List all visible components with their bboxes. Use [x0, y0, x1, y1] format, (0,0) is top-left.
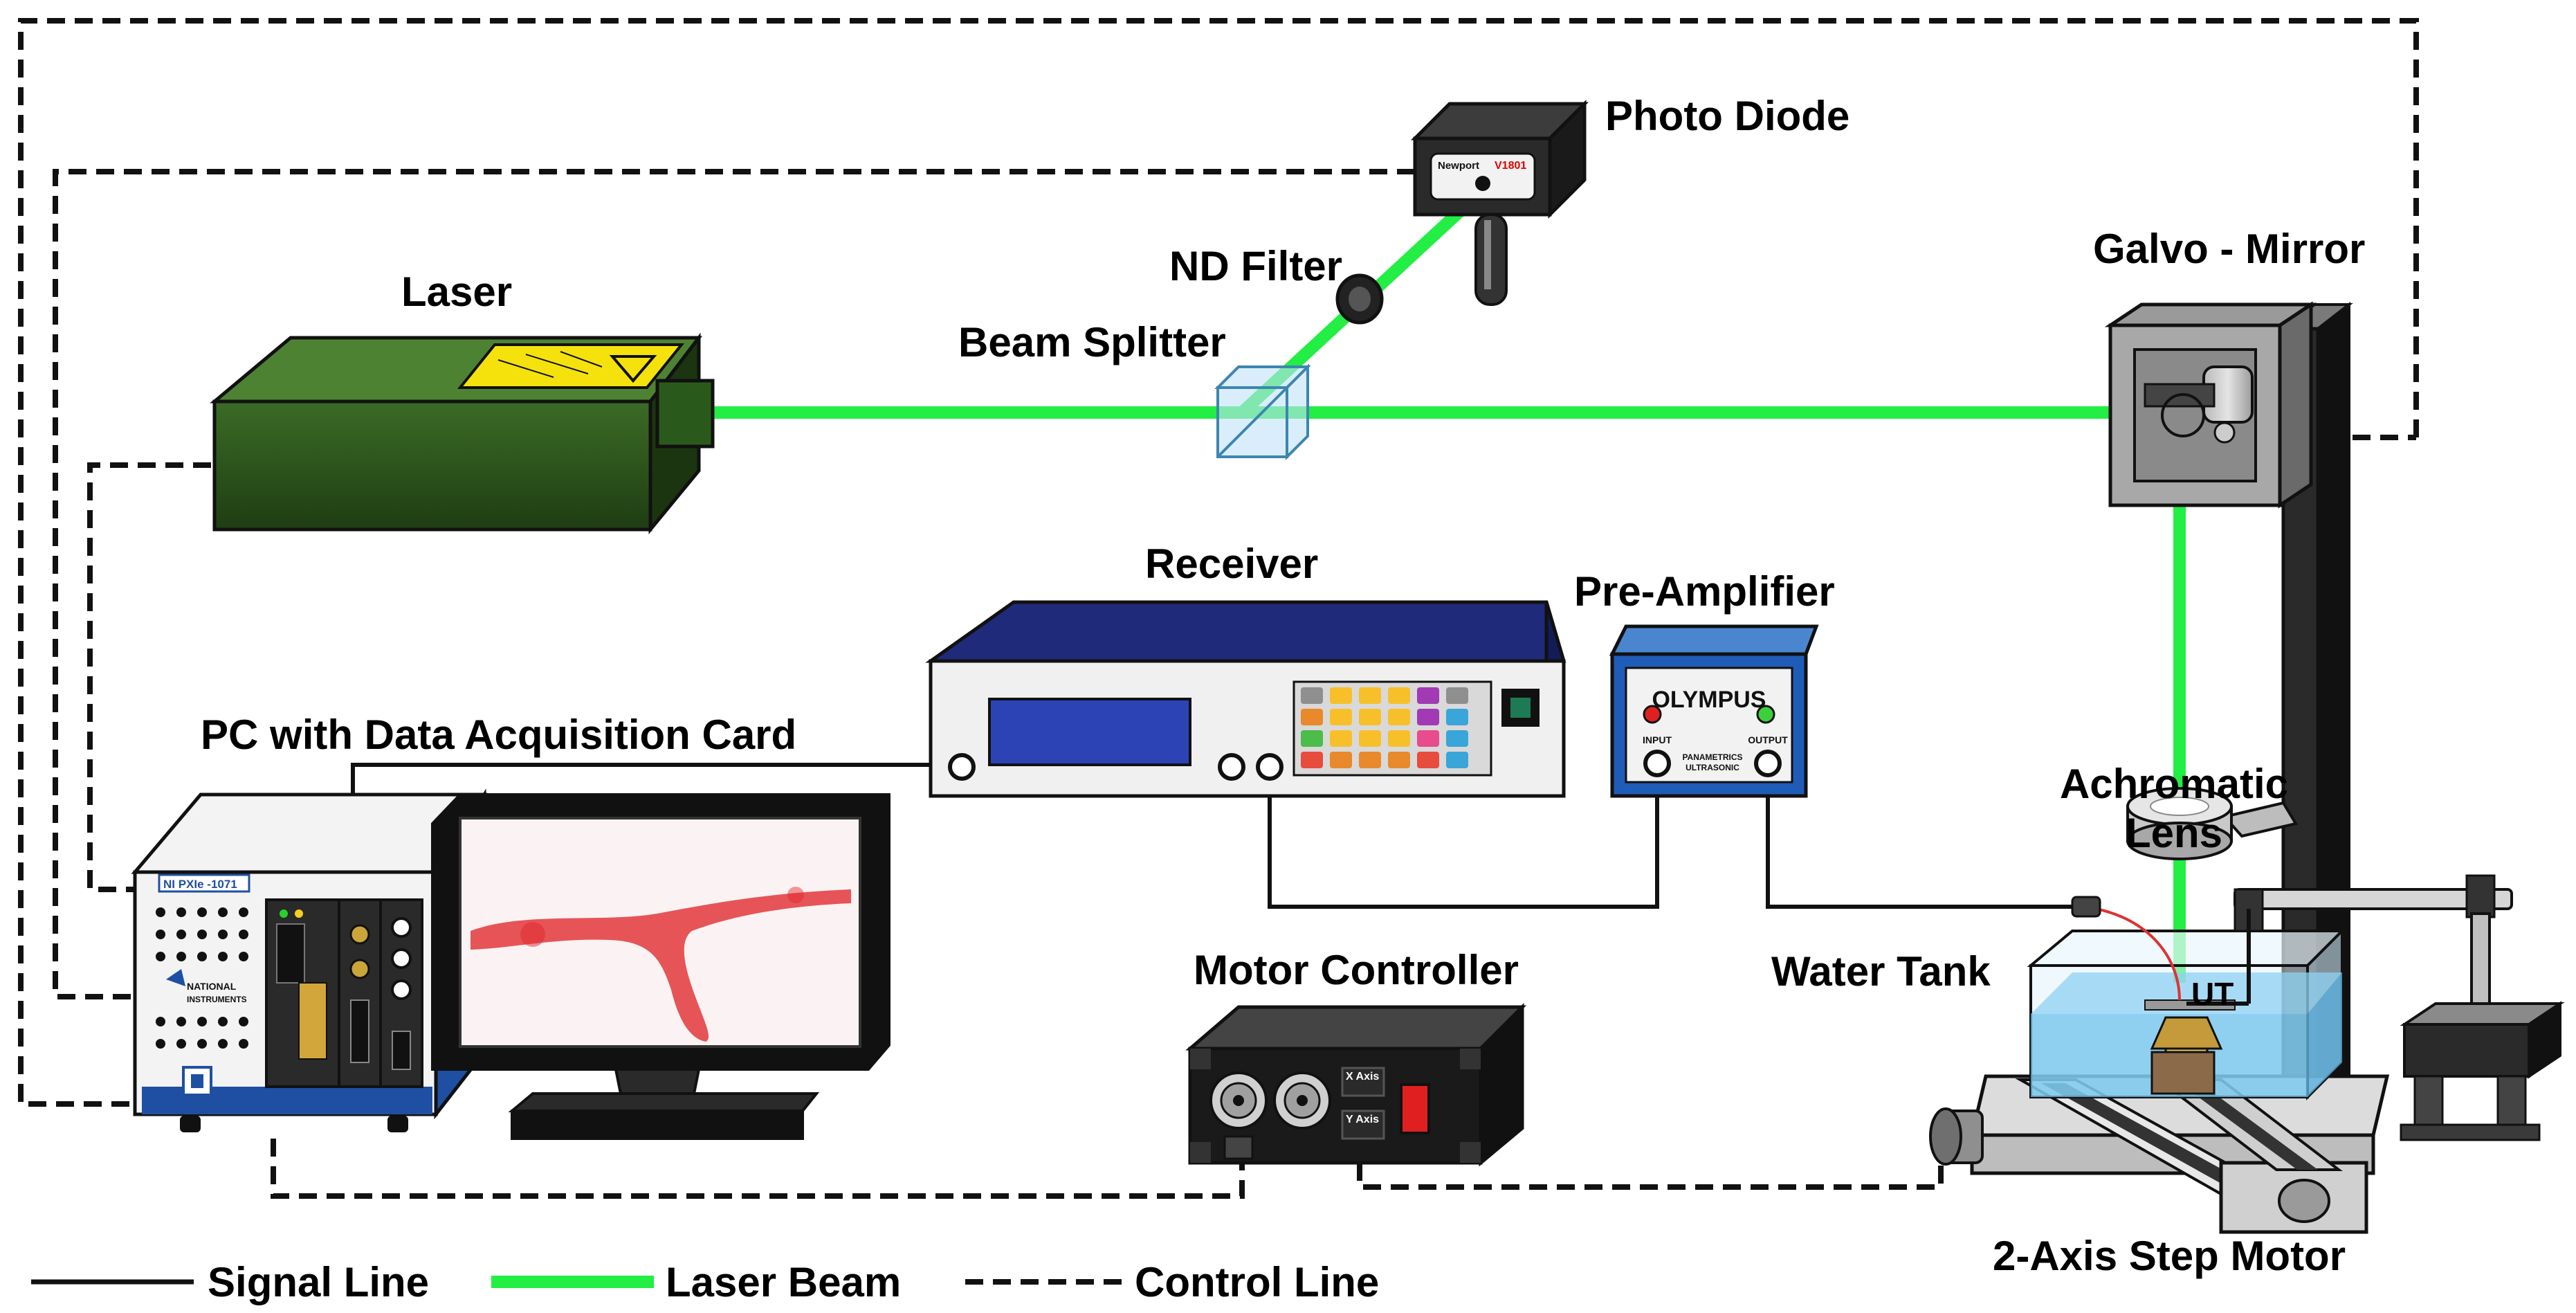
receiver-connector-3: [1256, 753, 1284, 781]
control-line-laser: [87, 462, 211, 892]
laser-label: Laser: [401, 269, 512, 315]
beam-splitter: [1214, 363, 1311, 460]
signal-line-preamp-ut: [1766, 767, 2083, 909]
legend-control-label: Control Line: [1135, 1259, 1379, 1305]
legend: Signal Line Laser Beam Control Line: [31, 1259, 1379, 1305]
ut-label: UT: [2191, 976, 2234, 1012]
x-axis-label: X Axis: [1346, 1071, 1379, 1083]
clamp-stand: [2186, 874, 2565, 1141]
laser-device: [210, 332, 715, 534]
control-line-photodiode: [53, 169, 1415, 999]
motor-controller: X Axis Y Axis: [1185, 1002, 1527, 1167]
receiver-label: Receiver: [1145, 541, 1318, 587]
pre-amplifier: OLYMPUS INPUT OUTPUT PANAMETRICS ULTRASO…: [1609, 624, 1819, 798]
receiver-connector-2: [1218, 753, 1245, 781]
achromatic-lens-label-2: Lens: [2126, 810, 2222, 856]
control-line-step-motor: [1357, 1135, 1944, 1190]
ni-brand-2: INSTRUMENTS: [187, 995, 247, 1004]
legend-laser-label: Laser Beam: [666, 1259, 901, 1305]
pc-vent-holes: [156, 907, 248, 1049]
beam-splitter-label: Beam Splitter: [958, 319, 1226, 365]
receiver-keypad: [1292, 680, 1492, 777]
control-line-motor-controller: [271, 1139, 1245, 1199]
pc-chassis: NI PXIe -1071 NATIONAL INSTRUMENTS: [131, 788, 488, 1132]
y-axis-label: Y Axis: [1346, 1114, 1379, 1125]
monitor-image-stain: [471, 889, 851, 1042]
laser-front-face: [212, 399, 652, 532]
receiver-display: [988, 698, 1191, 766]
preamp-panametrics: PANAMETRICS: [1682, 752, 1742, 762]
preamp-input-label: INPUT: [1643, 734, 1672, 745]
motor-controller-label: Motor Controller: [1194, 947, 1519, 993]
step-motor-label: 2-Axis Step Motor: [1993, 1233, 2346, 1279]
control-line-outer-loop: [18, 18, 2419, 1107]
labels: Photo Diode ND Filter Galvo - Mirror Las…: [201, 93, 2365, 1279]
achromatic-lens: [2126, 787, 2299, 860]
step-motor-stage: [1929, 1074, 2390, 1234]
olympus-brand: OLYMPUS: [1652, 687, 1766, 713]
photo-diode: Newport V1801: [1410, 99, 1589, 306]
preamp-output-connector: [1754, 750, 1782, 777]
specimen-block: [2150, 1051, 2216, 1095]
galvo-mirror: [2104, 301, 2317, 509]
legend-signal-label: Signal Line: [208, 1259, 429, 1305]
water-tank-label: Water Tank: [1771, 948, 1991, 995]
photodiode-model: V1801: [1495, 160, 1526, 172]
laser-warning-label: [457, 343, 685, 389]
warning-triangle-icon: [609, 355, 657, 383]
control-lines: [18, 18, 2419, 1199]
achromatic-lens-label-1: Achromatic: [2060, 761, 2288, 807]
preamp-ultrasonic: ULTRASONIC: [1686, 763, 1739, 772]
receiver: [925, 600, 1566, 798]
photodiode-brand: Newport: [1438, 160, 1479, 172]
receiver-connector-1: [948, 753, 976, 781]
ut-cable: [2082, 905, 2181, 1001]
signal-line-receiver-preamp: [1268, 767, 1659, 909]
monitor: [431, 793, 890, 1140]
laser-aperture: [655, 379, 715, 449]
laser-beams: [713, 182, 2186, 983]
water-tank: [2027, 927, 2346, 1101]
nd-filter-label: ND Filter: [1169, 243, 1342, 289]
nd-filter: [1335, 273, 1384, 325]
preamp-input-connector: [1643, 750, 1671, 777]
pre-amplifier-label: Pre-Amplifier: [1574, 568, 1835, 615]
signal-lines: [351, 763, 2083, 909]
photo-diode-label: Photo Diode: [1605, 93, 1849, 139]
motor-power-switch: [1400, 1083, 1430, 1134]
pc-label: PC with Data Acquisition Card: [201, 712, 796, 758]
pxi-label: NI PXIe -1071: [163, 878, 237, 891]
galvo-mirror-label: Galvo - Mirror: [2093, 226, 2365, 272]
preamp-output-label: OUTPUT: [1748, 734, 1788, 745]
signal-line-pc-receiver: [351, 763, 962, 803]
ni-brand-1: NATIONAL: [187, 981, 237, 992]
